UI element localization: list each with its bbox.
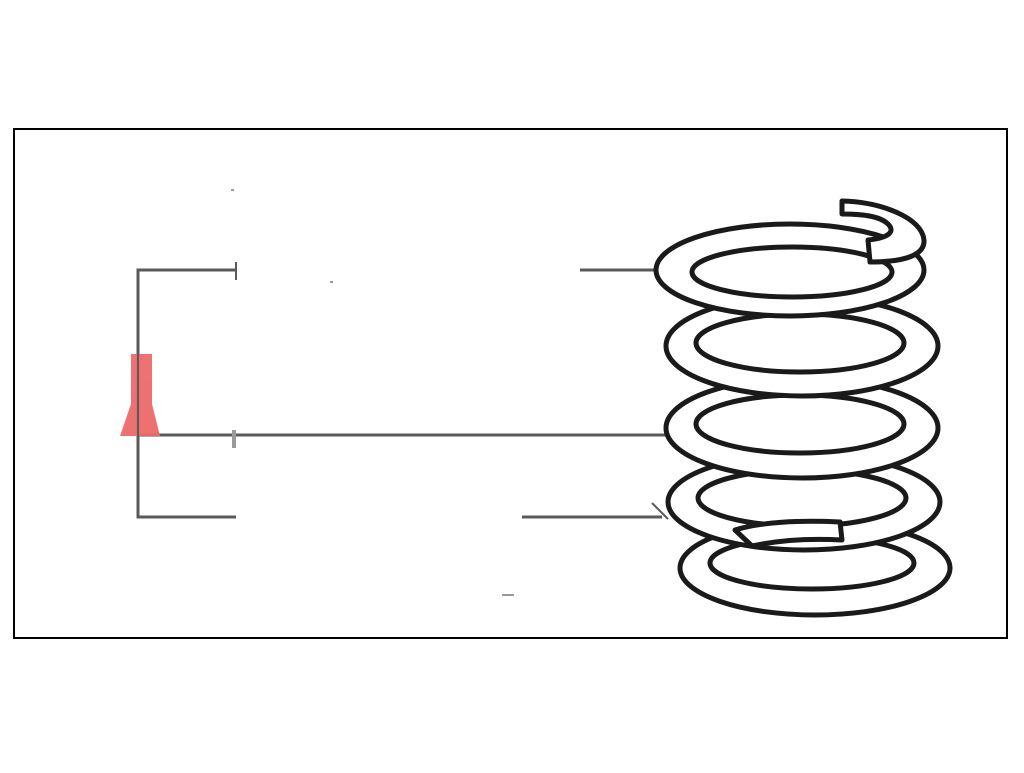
stray-mark (232, 430, 236, 448)
marker-base (120, 404, 160, 436)
pointer-marker-icon (120, 354, 160, 436)
coil-spring (653, 198, 953, 618)
marker-shaft (131, 354, 152, 410)
stray-mark (231, 189, 234, 191)
leader-line-bottom-tip (651, 502, 669, 520)
stray-mark (330, 281, 333, 283)
leader-lines (138, 268, 669, 520)
coil-bottom-end (732, 518, 845, 549)
stray-mark (502, 594, 514, 596)
coil-top-end (839, 198, 927, 265)
coil-turn-1-inner (689, 244, 895, 300)
